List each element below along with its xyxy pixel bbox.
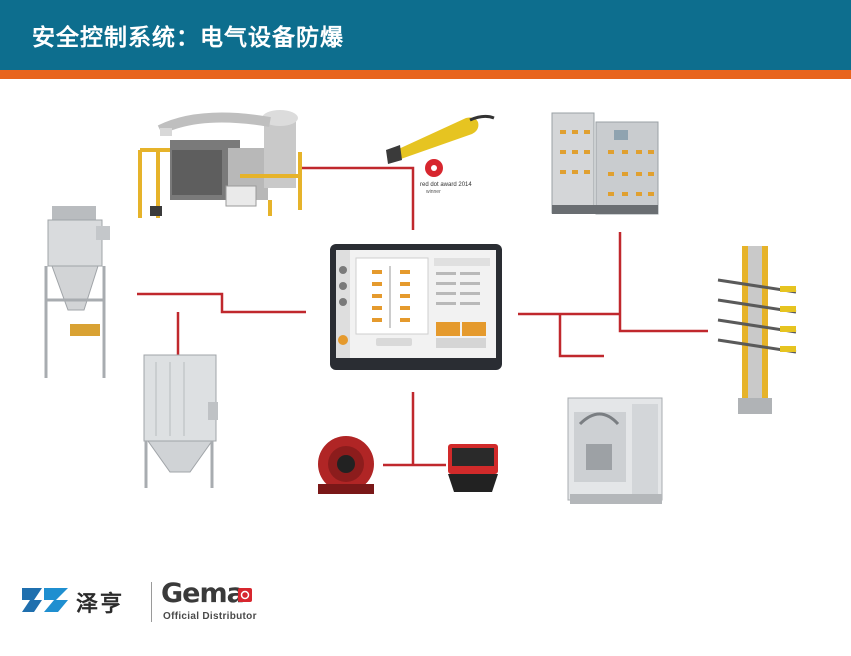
filter-unit-image [144, 355, 218, 488]
logo-divider [151, 582, 152, 622]
distributor-label: Official Distributor [163, 611, 257, 622]
gun-axis-image [718, 246, 796, 414]
award-label: red dot award 2014 [420, 182, 472, 188]
gema-badge-icon [238, 588, 252, 602]
touch-panel-image [330, 244, 502, 370]
connector-detectors [383, 392, 446, 465]
connector-cabinet [620, 232, 708, 331]
zeheng-logo-icon [20, 584, 72, 620]
brand-cn-name: 泽亨 [76, 586, 124, 618]
coating-booth-image [140, 110, 300, 218]
connector-powder-center [560, 314, 604, 356]
gema-wordmark: Gema [161, 578, 244, 609]
powder-center-image [568, 398, 662, 504]
control-cabinet-image [552, 113, 658, 214]
safety-scanner-image [448, 444, 498, 492]
cyclone-separator-image [46, 206, 110, 378]
connector-cyclone [137, 294, 306, 312]
connector-booth [300, 168, 413, 230]
brand-logo-area: 泽亨 Gema Official Distributor [20, 578, 280, 628]
award-sublabel: winner [426, 189, 441, 195]
flame-detector-image [318, 436, 374, 494]
